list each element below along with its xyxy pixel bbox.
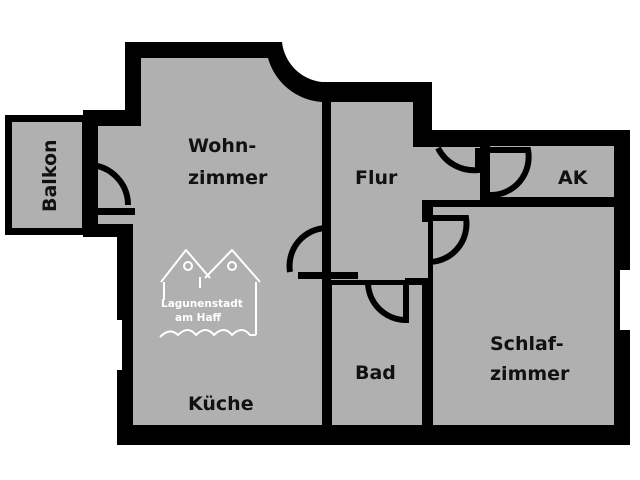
room-schlafzimmer — [433, 206, 614, 425]
room-flur — [331, 102, 480, 280]
label-kueche: Küche — [188, 393, 254, 415]
label-schlafzimmer-1: Schlaf- — [490, 333, 564, 355]
door-balkon — [89, 162, 132, 206]
two-houses-waves-icon — [159, 249, 261, 338]
logo-line2: am Haff — [175, 312, 222, 324]
label-balkon: Balkon — [39, 139, 61, 212]
room-wohnzimmer — [98, 58, 322, 425]
logo-line1: Lagunenstadt — [161, 298, 243, 310]
label-wohnzimmer-1: Wohn- — [188, 135, 256, 157]
room-balkon — [12, 122, 82, 228]
logo-lagunenstadt: Lagunenstadt am Haff — [159, 249, 261, 338]
door-schlafzimmer — [427, 215, 470, 266]
label-wohnzimmer-2: zimmer — [188, 167, 268, 189]
door-bad — [365, 281, 409, 324]
door-ak — [489, 147, 532, 199]
label-bad: Bad — [355, 362, 396, 384]
door-wohnzimmer-flur — [286, 225, 327, 273]
label-flur: Flur — [355, 167, 398, 189]
label-schlafzimmer-2: zimmer — [490, 363, 570, 385]
door-swings — [89, 146, 532, 324]
interior-walls — [90, 102, 614, 425]
label-ak: AK — [558, 167, 589, 189]
door-storage — [435, 146, 481, 174]
